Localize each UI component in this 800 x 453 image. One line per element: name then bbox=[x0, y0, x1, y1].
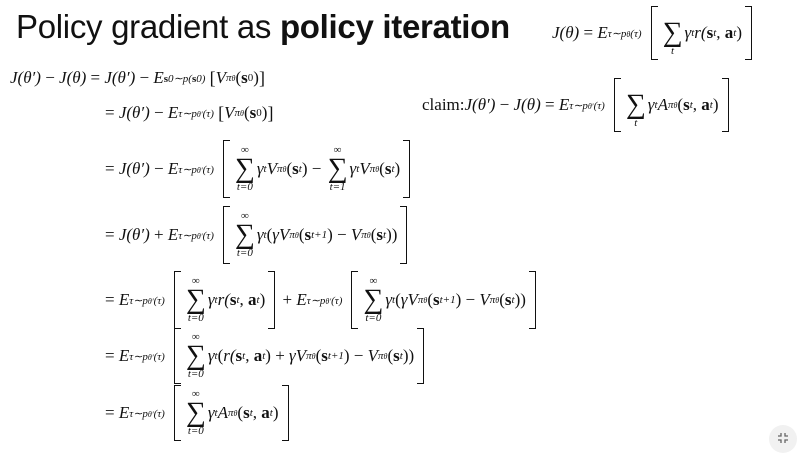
eq-text: J(θ) bbox=[552, 23, 580, 42]
eq-text: E bbox=[597, 23, 608, 42]
exit-fullscreen-button[interactable] bbox=[769, 425, 797, 453]
right-bracket bbox=[745, 6, 752, 60]
title-bold: policy iteration bbox=[279, 8, 510, 45]
title-regular: Policy gradient as bbox=[16, 8, 280, 45]
collapse-icon bbox=[777, 432, 789, 447]
slide-title: Policy gradient as policy iteration bbox=[16, 8, 510, 46]
eq-text: = bbox=[583, 23, 594, 42]
sum-symbol: ∑t bbox=[662, 17, 683, 57]
left-bracket bbox=[650, 6, 658, 60]
eq-sub: τ∼pθ(τ) bbox=[607, 27, 642, 40]
claim-label: claim: bbox=[422, 95, 465, 114]
